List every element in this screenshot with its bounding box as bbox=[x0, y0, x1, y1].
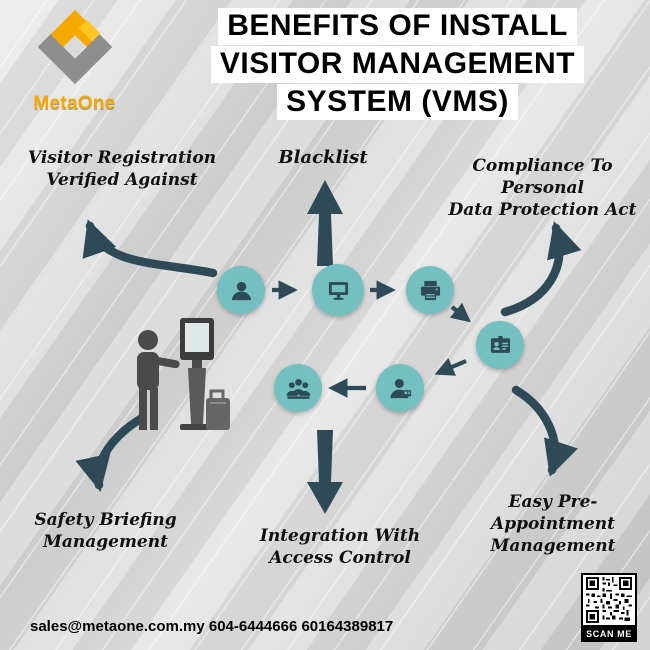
monitor-icon bbox=[328, 281, 348, 300]
benefit-safety-briefing: Safety Briefing Management bbox=[34, 510, 177, 552]
group-icon bbox=[286, 378, 310, 399]
benefit-visitor-registration: Visitor Registration Verified Against bbox=[27, 148, 217, 190]
logo-brand-text: MetaOne bbox=[33, 93, 116, 114]
visitor-badge-icon bbox=[389, 378, 411, 398]
qr-code bbox=[581, 573, 637, 627]
contact-info: sales@metaone.com.my 604-6444666 6016438… bbox=[30, 618, 394, 635]
arrow-to-easy-pre-appointment bbox=[511, 385, 578, 477]
node-badged-visitor bbox=[376, 364, 424, 412]
qr-block: SCAN ME bbox=[581, 573, 637, 642]
node-check-in-terminal bbox=[312, 264, 364, 316]
connector-printer-to-idcard bbox=[449, 302, 471, 323]
logo: MetaOne bbox=[22, 8, 127, 115]
metaone-logo-icon bbox=[37, 9, 112, 85]
title-line-3: SYSTEM (VMS) bbox=[277, 83, 518, 121]
title-line-1: BENEFITS OF INSTALL bbox=[218, 8, 577, 45]
qr-code-icon bbox=[586, 577, 632, 623]
kiosk-person-icon bbox=[137, 318, 230, 430]
arrow-to-visitor-registration bbox=[82, 219, 218, 278]
node-visitor-pass bbox=[476, 321, 524, 369]
visitor-icon bbox=[231, 281, 251, 300]
id-card-icon bbox=[490, 335, 510, 353]
printer-icon bbox=[420, 280, 440, 300]
scan-me-label: SCAN ME bbox=[581, 627, 637, 642]
arrow-to-integration bbox=[307, 430, 343, 514]
benefit-integration: Integration With Access Control bbox=[259, 526, 421, 568]
node-badge-printer bbox=[406, 266, 454, 314]
node-visitor bbox=[217, 266, 265, 314]
node-visitor-group bbox=[274, 364, 322, 412]
title-line-2: VISITOR MANAGEMENT bbox=[210, 45, 585, 83]
benefit-blacklist: Blacklist bbox=[278, 147, 368, 168]
arrow-to-blacklist bbox=[307, 180, 343, 266]
page-title: BENEFITS OF INSTALL VISITOR MANAGEMENT S… bbox=[150, 8, 645, 121]
registration-kiosk-illustration bbox=[118, 312, 236, 438]
arrow-to-compliance bbox=[500, 221, 582, 317]
benefit-easy-pre-appointment: Easy Pre- Appointment Management bbox=[490, 492, 616, 556]
benefit-compliance: Compliance To Personal Data Protection A… bbox=[448, 156, 637, 220]
connector-idcard-to-badge bbox=[434, 358, 467, 376]
